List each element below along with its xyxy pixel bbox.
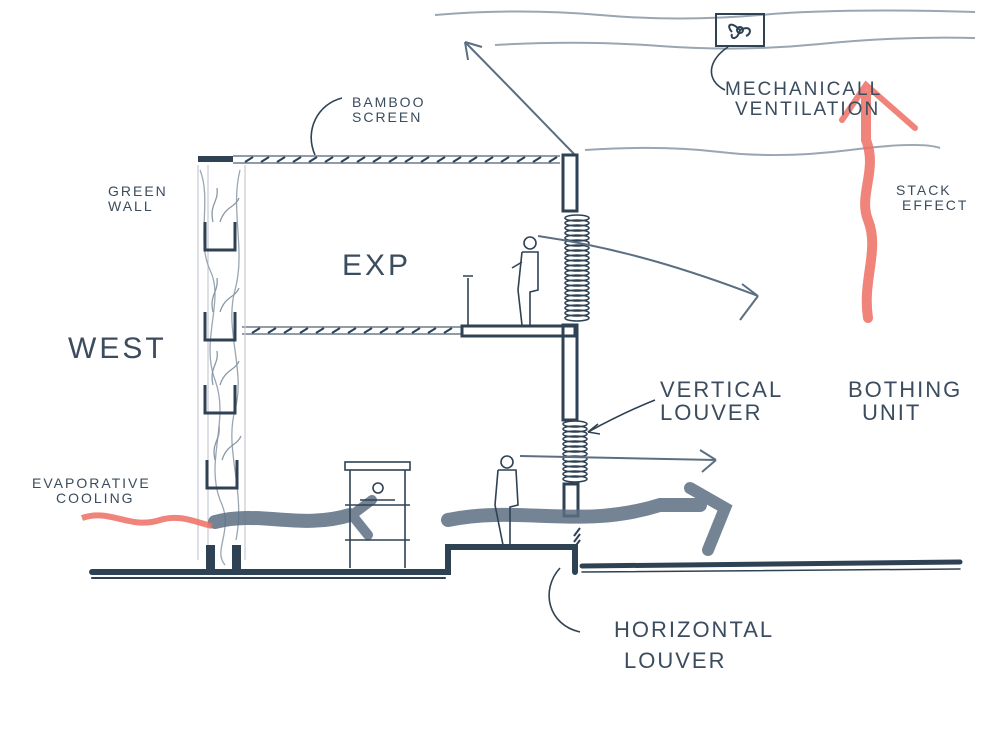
hatch-mark: [244, 156, 254, 163]
hatch-mark: [363, 327, 373, 334]
hatch-mark: [484, 156, 494, 163]
louver-blade: [564, 249, 590, 257]
bath-unit: [344, 461, 411, 568]
west-label: WEST: [68, 332, 167, 365]
hatch-mark: [276, 156, 286, 163]
planter-box: [203, 312, 237, 342]
hatch-mark: [452, 156, 462, 163]
green-wall: [197, 165, 246, 570]
person-lower: [494, 455, 519, 546]
vertical-louver-upper: [564, 214, 590, 322]
louver-blade: [562, 425, 588, 433]
hatch-mark: [388, 156, 398, 163]
louver-blade: [562, 435, 588, 443]
hatch-mark: [372, 156, 382, 163]
ground: [89, 544, 963, 579]
louver-blade: [564, 289, 590, 297]
plant: [211, 277, 240, 313]
mid-floor: [242, 324, 577, 338]
hatch-mark: [548, 156, 558, 163]
planter-box: [203, 385, 237, 415]
hatch-mark: [299, 327, 309, 334]
person-upper: [463, 236, 539, 326]
louver-blade: [562, 465, 588, 473]
hatch-mark: [331, 327, 341, 334]
hatch-mark: [347, 327, 357, 334]
hatch-mark: [436, 156, 446, 163]
roof-bamboo-screen: [198, 155, 560, 164]
exp-label: EXP: [342, 249, 412, 282]
louver-blade: [564, 304, 590, 312]
hatch-mark: [324, 156, 334, 163]
plant: [211, 187, 240, 223]
louver-blade: [564, 219, 590, 227]
hatch-mark: [427, 327, 437, 334]
louver-blade: [564, 309, 590, 317]
hatch-mark: [315, 327, 325, 334]
planter-box: [205, 460, 239, 490]
sky-lines: [434, 9, 976, 157]
louver-blade: [564, 269, 590, 277]
hatch-mark: [292, 156, 302, 163]
louver-blade: [564, 224, 590, 232]
louver-blade: [564, 244, 590, 252]
louver-blade: [564, 274, 590, 282]
hatch-mark: [411, 327, 421, 334]
louver-blade: [562, 470, 588, 478]
louver-blade: [562, 420, 588, 428]
louver-blade: [562, 445, 588, 453]
louver-blade: [564, 264, 590, 272]
louver-blade: [564, 284, 590, 292]
hatch-mark: [267, 327, 277, 334]
plant: [213, 425, 242, 461]
hatch-mark: [468, 156, 478, 163]
louver-blade: [564, 294, 590, 302]
louver-blade: [562, 430, 588, 438]
hatch-mark: [404, 156, 414, 163]
hatch-mark: [283, 327, 293, 334]
hatch-mark: [420, 156, 430, 163]
louver-blade: [562, 460, 588, 468]
louver-blade: [564, 254, 590, 262]
hatch-mark: [340, 156, 350, 163]
hatch-mark: [395, 327, 405, 334]
fan-icon: [715, 13, 765, 47]
hatch-mark: [532, 156, 542, 163]
louver-blade: [564, 234, 590, 242]
louver-blade: [562, 440, 588, 448]
air-flow-arrow: [208, 482, 733, 556]
louver-blade: [564, 299, 590, 307]
hatch-mark: [260, 156, 270, 163]
hatch-mark: [500, 156, 510, 163]
hatch-mark: [516, 156, 526, 163]
hatch-mark: [251, 327, 261, 334]
louver-blade: [564, 214, 590, 222]
hatch-mark: [308, 156, 318, 163]
louver-blade: [564, 239, 590, 247]
louver-blade: [564, 279, 590, 287]
louver-blade: [562, 475, 588, 483]
vertical-louver-lower: [562, 420, 588, 483]
hatch-mark: [443, 327, 453, 334]
stack-effect-arrow: [839, 80, 918, 323]
louver-blade: [564, 314, 590, 322]
plant: [211, 350, 240, 386]
louver-blade: [564, 259, 590, 267]
louver-blade: [562, 455, 588, 463]
louver-blade: [564, 229, 590, 237]
hatch-mark: [356, 156, 366, 163]
planter-box: [203, 222, 237, 252]
hatch-mark: [379, 327, 389, 334]
